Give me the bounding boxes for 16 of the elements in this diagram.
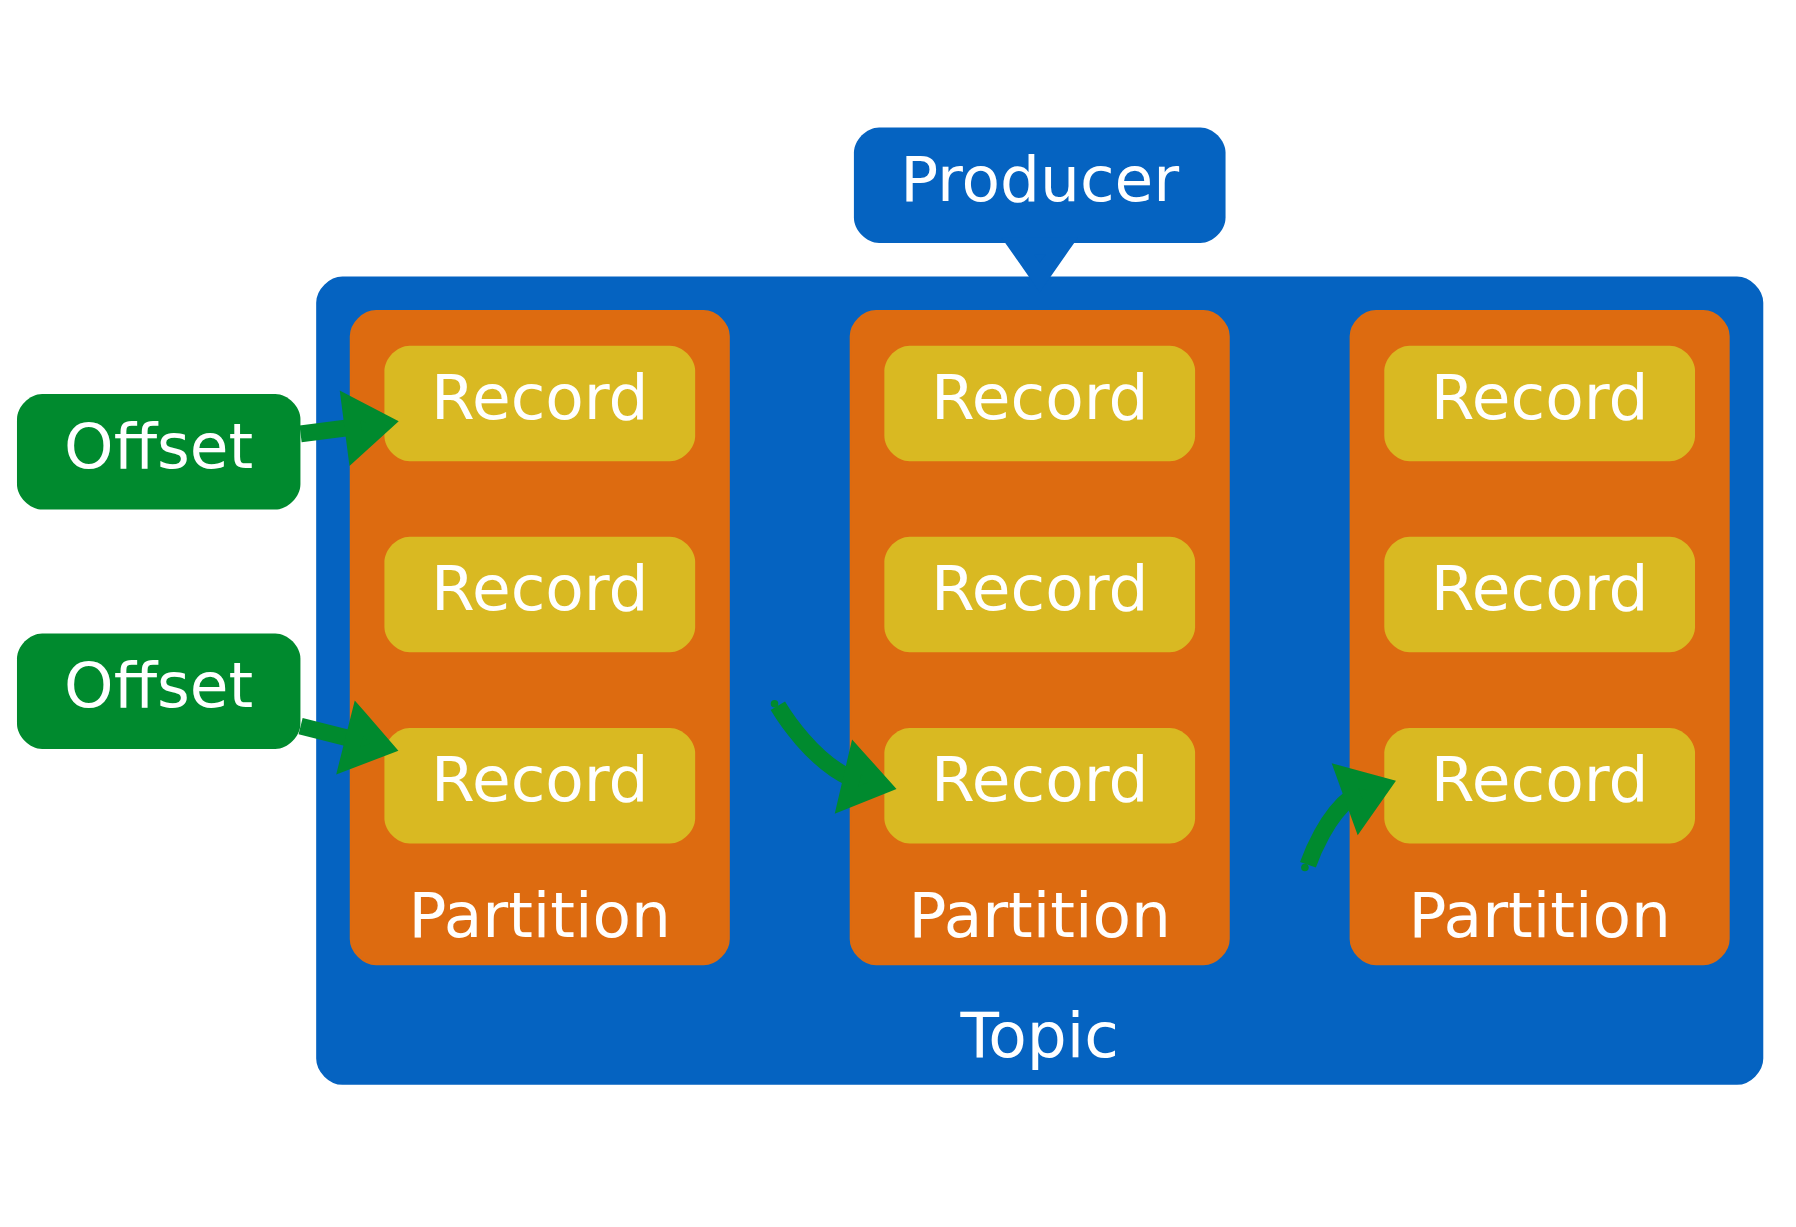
arrow: [298, 699, 399, 774]
node-box: Record: [884, 727, 1196, 843]
arrow: [770, 700, 897, 814]
arrow: [1300, 762, 1396, 868]
node-box: Record: [1384, 536, 1696, 652]
node-box: Record: [884, 536, 1196, 652]
arrow: [299, 389, 399, 466]
node-box: Record: [384, 536, 696, 652]
node-box: Record: [1384, 345, 1696, 461]
node-box: Record: [384, 345, 696, 461]
node-box: Record: [884, 345, 1196, 461]
node-box: Offset: [16, 393, 301, 510]
node-box: Offset: [16, 632, 301, 749]
node-box: Record: [1384, 727, 1696, 843]
node-box: Record: [384, 727, 696, 843]
node-box: Producer: [853, 126, 1226, 243]
